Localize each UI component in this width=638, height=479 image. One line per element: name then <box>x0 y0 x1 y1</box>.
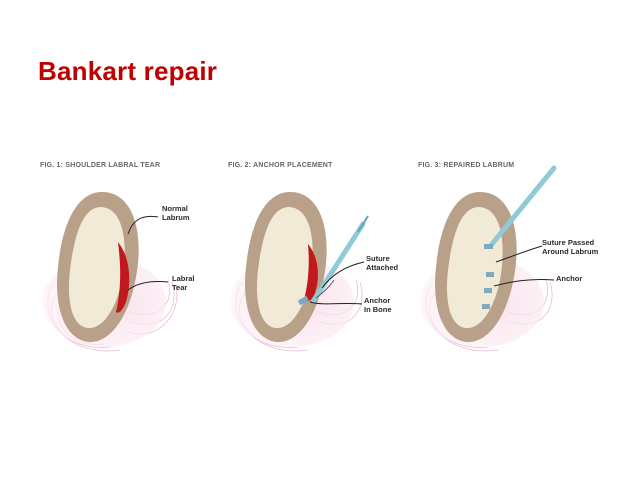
figure-2-caption: FIG. 2: ANCHOR PLACEMENT <box>228 162 333 169</box>
anchor-in-bone-mark <box>297 295 309 306</box>
label-anchor: Anchor <box>556 274 583 283</box>
leader-normal-labrum <box>127 215 159 235</box>
label-labral-tear: Labral Tear <box>172 274 195 292</box>
leader-anchor-in-bone <box>309 301 363 305</box>
leader-suture-attached <box>321 261 365 289</box>
label-normal-labrum: Normal Labrum <box>162 204 190 222</box>
anchor-4 <box>482 304 490 309</box>
leader-labral-tear <box>127 281 169 291</box>
slide-title: Bankart repair <box>38 56 218 86</box>
anchor-3 <box>484 288 492 293</box>
leader-suture-passed <box>495 245 543 263</box>
glenoid-face <box>256 207 313 329</box>
suture-line <box>315 279 335 299</box>
figure-1-labral-tear: FIG. 1: SHOULDER LABRAL TEAR Normal Labr… <box>40 162 245 362</box>
glenoid-face <box>68 207 125 329</box>
label-suture-attached: Suture Attached <box>366 254 399 272</box>
instrument-tip <box>357 215 369 233</box>
suture-passer-instrument <box>489 165 557 247</box>
figure-2-anchor-placement: FIG. 2: ANCHOR PLACEMENT Suture Attached… <box>228 162 433 362</box>
labral-tear-mark <box>304 244 318 302</box>
label-suture-passed-around-labrum: Suture Passed Around Labrum <box>542 238 599 256</box>
label-anchor-in-bone: Anchor In Bone <box>364 296 392 314</box>
figure-2-illustration <box>230 191 369 352</box>
figure-1-illustration <box>42 191 178 352</box>
anchor-2 <box>486 272 494 277</box>
labral-tear-mark <box>116 242 130 313</box>
leader-anchor <box>493 279 555 287</box>
anchor-1 <box>484 244 493 249</box>
figure-3-illustration <box>420 165 557 352</box>
figure-3-caption: FIG. 3: REPAIRED LABRUM <box>418 162 515 169</box>
figure-1-caption: FIG. 1: SHOULDER LABRAL TEAR <box>40 162 161 169</box>
figure-3-repaired-labrum: FIG. 3: REPAIRED LABRUM Suture Passed Ar… <box>418 162 623 362</box>
glenoid-face <box>446 207 503 329</box>
